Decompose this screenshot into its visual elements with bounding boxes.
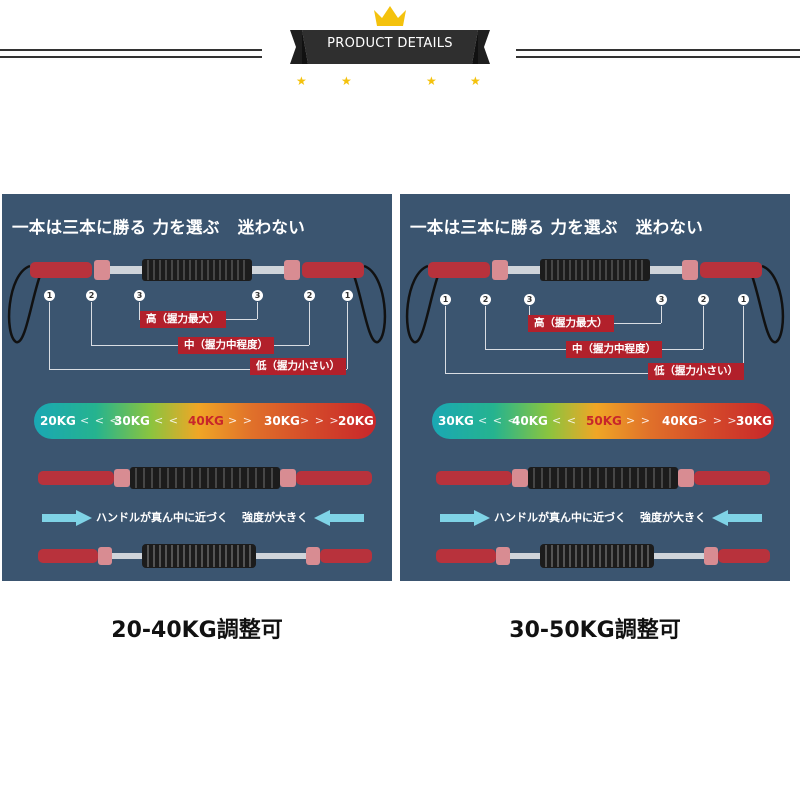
arrow-left-icon xyxy=(712,510,762,526)
hint-text-left: ハンドルが真ん中に近づく xyxy=(96,511,228,524)
star-icon: ★ xyxy=(296,74,307,88)
chevron-left-icon: < < xyxy=(154,414,179,427)
level-high-tag: 高（握力最大） xyxy=(140,311,226,328)
gradient-label: 20KG xyxy=(338,414,374,428)
chevron-right-icon: > > xyxy=(626,414,651,427)
gradient-label: 40KG xyxy=(512,414,548,428)
marker-1-right: 1 xyxy=(342,290,353,301)
level-medium-tag: 中（握力中程度） xyxy=(178,337,274,354)
header-title: PRODUCT DETAILS xyxy=(327,36,453,51)
caption-left: 20-40KG調整可 xyxy=(111,618,283,643)
gradient-label-peak: 50KG xyxy=(586,414,622,428)
panel-slogan: 一本は三本に勝る 力を選ぶ 迷わない xyxy=(12,218,305,237)
arrow-right-icon xyxy=(42,510,92,526)
gradient-label: 30KG xyxy=(736,414,772,428)
chevron-left-icon: < < xyxy=(552,414,577,427)
star-icon: ★ xyxy=(341,74,352,88)
marker-2-right: 2 xyxy=(304,290,315,301)
hint-text-right: 強度が大きく xyxy=(640,511,706,524)
marker-3-left: 3 xyxy=(134,290,145,301)
arm-bar-bottom xyxy=(38,544,372,568)
header-line-right-top xyxy=(516,49,800,51)
connector-line xyxy=(257,302,258,319)
chevron-right-icon: > > > xyxy=(698,414,738,427)
connector-line xyxy=(309,302,310,345)
gradient-label: 30KG xyxy=(438,414,474,428)
connector-line xyxy=(139,302,140,319)
level-low-tag: 低（握力小さい） xyxy=(250,358,346,375)
connector-line xyxy=(485,306,486,349)
chevron-left-icon: < < < xyxy=(80,414,120,427)
level-high-tag: 高（握力最大） xyxy=(528,315,614,332)
arm-bar-middle xyxy=(38,467,372,489)
chevron-right-icon: > > xyxy=(228,414,253,427)
marker-2-right: 2 xyxy=(698,294,709,305)
marker-2-left: 2 xyxy=(86,290,97,301)
star-icon: ★ xyxy=(426,74,437,88)
marker-1-left: 1 xyxy=(44,290,55,301)
arm-bar-bottom xyxy=(436,544,770,568)
gradient-label-peak: 40KG xyxy=(188,414,224,428)
arm-bar-top xyxy=(405,259,785,344)
connector-line xyxy=(445,306,446,373)
connector-line xyxy=(743,306,744,373)
marker-1-right: 1 xyxy=(738,294,749,305)
marker-3-left: 3 xyxy=(524,294,535,305)
connector-line xyxy=(661,306,662,323)
header-line-left-bottom xyxy=(0,56,262,58)
connector-line xyxy=(91,302,92,345)
gradient-label: 20KG xyxy=(40,414,76,428)
gradient-label: 40KG xyxy=(662,414,698,428)
hint-text-right: 強度が大きく xyxy=(242,511,308,524)
caption-right: 30-50KG調整可 xyxy=(509,618,681,643)
connector-line xyxy=(49,302,50,369)
arrow-left-icon xyxy=(314,510,364,526)
connector-line xyxy=(703,306,704,349)
level-medium-tag: 中（握力中程度） xyxy=(566,341,662,358)
header-line-left-top xyxy=(0,49,262,51)
strength-gradient-bar xyxy=(432,403,774,439)
product-panel-right: 一本は三本に勝る 力を選ぶ 迷わない 1 2 3 3 2 1 高（握力最大） 中… xyxy=(400,194,790,581)
marker-1-left: 1 xyxy=(440,294,451,305)
marker-3-right: 3 xyxy=(252,290,263,301)
panel-slogan: 一本は三本に勝る 力を選ぶ 迷わない xyxy=(410,218,703,237)
crown-icon xyxy=(374,6,406,26)
marker-3-right: 3 xyxy=(656,294,667,305)
product-panel-left: 一本は三本に勝る 力を選ぶ 迷わない 1 2 3 3 2 1 高（握力最大） xyxy=(2,194,392,581)
strength-gradient-bar xyxy=(34,403,376,439)
star-icon: ★ xyxy=(470,74,481,88)
arm-bar-top xyxy=(7,259,387,344)
arrow-right-icon xyxy=(440,510,490,526)
marker-2-left: 2 xyxy=(480,294,491,305)
gradient-label: 30KG xyxy=(264,414,300,428)
level-low-tag: 低（握力小さい） xyxy=(648,363,744,380)
connector-line xyxy=(347,302,348,369)
header-banner xyxy=(290,30,490,64)
gradient-label: 30KG xyxy=(114,414,150,428)
hint-text-left: ハンドルが真ん中に近づく xyxy=(494,511,626,524)
connector-line xyxy=(445,373,743,374)
arm-bar-middle xyxy=(436,467,770,489)
connector-line xyxy=(529,306,530,323)
header-line-right-bottom xyxy=(516,56,800,58)
chevron-right-icon: > > > xyxy=(300,414,340,427)
chevron-left-icon: < < < xyxy=(478,414,518,427)
connector-line xyxy=(49,369,347,370)
